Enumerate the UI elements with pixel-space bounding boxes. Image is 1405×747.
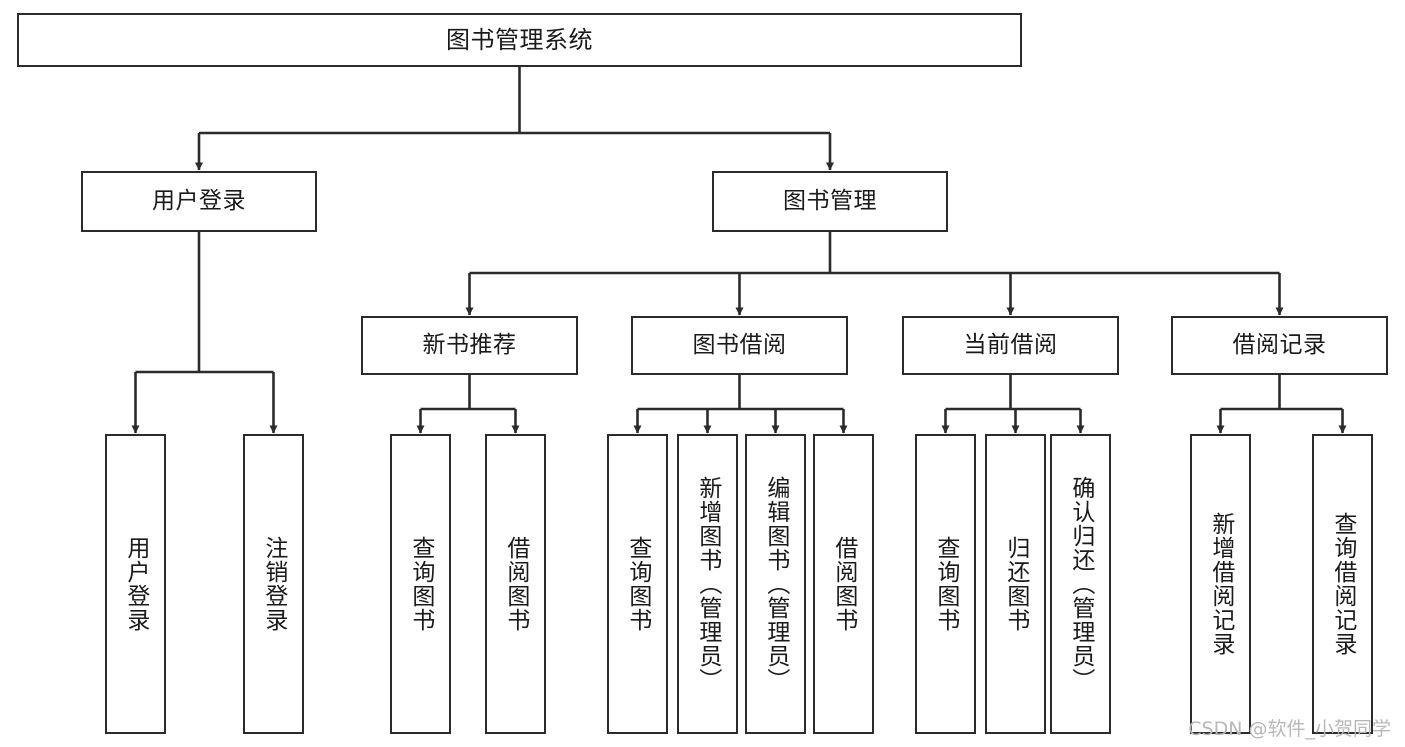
node-label: 借阅图书 bbox=[830, 536, 857, 632]
node-leaf-borrow-book-1[interactable]: 借阅图书 bbox=[485, 434, 546, 734]
node-leaf-query-book-1[interactable]: 查询图书 bbox=[390, 434, 451, 734]
node-leaf-edit-book[interactable]: 编辑图书（管理员） bbox=[745, 434, 806, 734]
node-user-login[interactable]: 用户登录 bbox=[81, 171, 317, 232]
node-label: 查询借阅记录 bbox=[1329, 512, 1356, 656]
node-leaf-query-record[interactable]: 查询借阅记录 bbox=[1312, 434, 1373, 734]
node-label: 新增借阅记录 bbox=[1207, 512, 1234, 656]
edge-group bbox=[131, 67, 1347, 434]
node-leaf-borrow-book-2[interactable]: 借阅图书 bbox=[813, 434, 874, 734]
node-label: 新书推荐 bbox=[422, 331, 517, 358]
node-book-borrow[interactable]: 图书借阅 bbox=[631, 316, 848, 375]
node-label: 图书管理系统 bbox=[446, 25, 593, 54]
node-leaf-add-record[interactable]: 新增借阅记录 bbox=[1190, 434, 1251, 734]
node-label: 图书借阅 bbox=[692, 331, 787, 358]
node-leaf-return-book[interactable]: 归还图书 bbox=[985, 434, 1046, 734]
node-label: 查询图书 bbox=[624, 536, 651, 632]
node-label: 用户登录 bbox=[152, 187, 246, 214]
node-book-manage[interactable]: 图书管理 bbox=[712, 171, 948, 232]
node-label: 用户登录 bbox=[122, 536, 149, 632]
node-label: 图书管理 bbox=[783, 187, 877, 214]
node-label: 当前借阅 bbox=[963, 331, 1058, 358]
node-leaf-add-book[interactable]: 新增图书（管理员） bbox=[677, 434, 738, 734]
watermark-label: CSDN @软件_小贺同学 bbox=[1188, 718, 1391, 740]
node-leaf-logout[interactable]: 注销登录 bbox=[243, 434, 304, 734]
node-label: 注销登录 bbox=[260, 536, 287, 632]
node-new-book-recommend[interactable]: 新书推荐 bbox=[361, 316, 578, 375]
node-root[interactable]: 图书管理系统 bbox=[17, 13, 1022, 67]
node-leaf-user-login[interactable]: 用户登录 bbox=[105, 434, 166, 734]
node-leaf-confirm-return[interactable]: 确认归还（管理员） bbox=[1050, 434, 1111, 734]
node-label: 归还图书 bbox=[1002, 536, 1029, 632]
node-leaf-query-book-3[interactable]: 查询图书 bbox=[915, 434, 976, 734]
node-label: 借阅图书 bbox=[502, 536, 529, 632]
node-label: 编辑图书（管理员） bbox=[762, 476, 789, 692]
node-borrow-record[interactable]: 借阅记录 bbox=[1171, 316, 1388, 375]
node-label: 新增图书（管理员） bbox=[694, 476, 721, 692]
node-current-borrow[interactable]: 当前借阅 bbox=[902, 316, 1119, 375]
node-label: 查询图书 bbox=[932, 536, 959, 632]
node-label: 借阅记录 bbox=[1232, 331, 1327, 358]
node-label: 确认归还（管理员） bbox=[1067, 476, 1094, 692]
node-leaf-query-book-2[interactable]: 查询图书 bbox=[607, 434, 668, 734]
node-label: 查询图书 bbox=[407, 536, 434, 632]
